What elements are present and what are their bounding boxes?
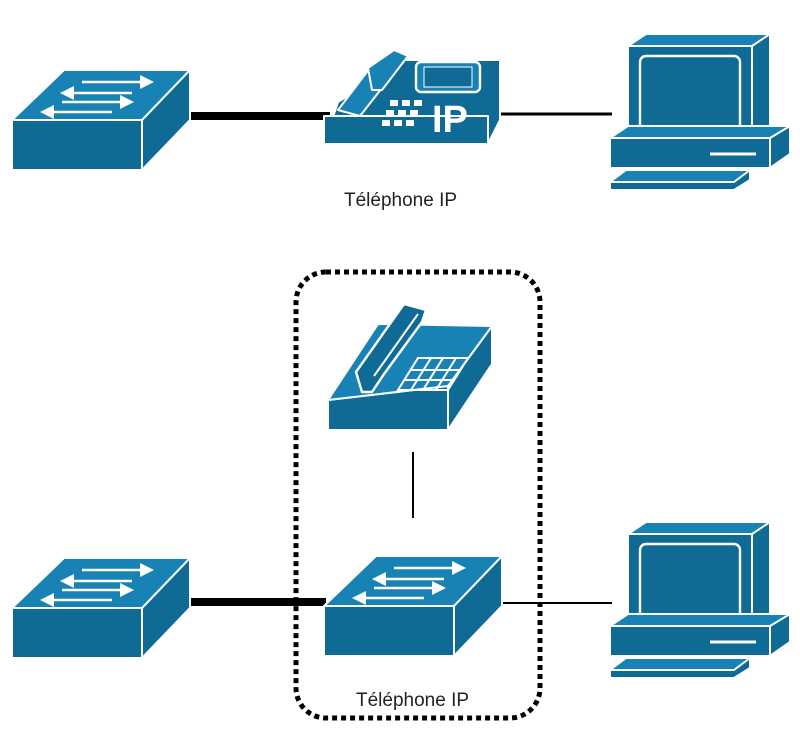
ip-badge: IP	[432, 99, 468, 141]
computer-icon	[608, 32, 792, 192]
computer-icon	[608, 520, 792, 680]
ip-phone-icon: IP	[323, 49, 501, 145]
ip-phone-label-bottom: Téléphone IP	[356, 690, 470, 711]
ip-phone-label-top: Téléphone IP	[344, 190, 458, 211]
switch-icon	[322, 554, 504, 658]
switch-icon	[10, 556, 192, 660]
switch-icon	[10, 68, 192, 172]
ip-phone-grouping-box	[293, 269, 543, 721]
telephone-icon	[327, 302, 493, 431]
